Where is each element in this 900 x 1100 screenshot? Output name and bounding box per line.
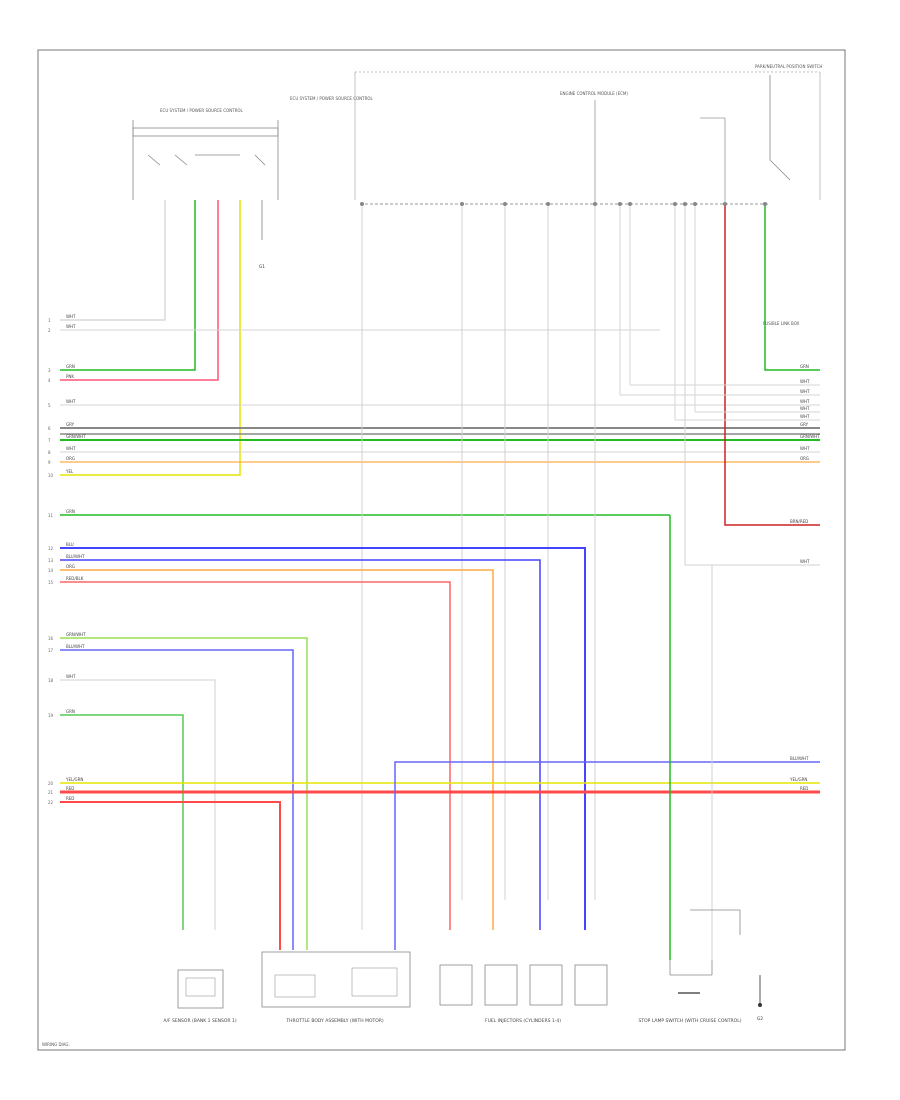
svg-text:WHT: WHT (66, 674, 76, 679)
ecm-vertical-wires (361, 204, 596, 930)
svg-text:18: 18 (48, 678, 54, 683)
svg-text:GRN: GRN (66, 709, 75, 714)
bottom-throttle-label: THROTTLE BODY ASSEMBLY (WITH MOTOR) (285, 1018, 384, 1024)
center-ecu-label: ENGINE CONTROL MODULE (ECM) (560, 91, 628, 96)
corner-label: WIRING DIAG. (42, 1042, 70, 1047)
svg-text:RED: RED (800, 786, 808, 791)
svg-text:G1: G1 (259, 264, 265, 270)
svg-text:19: 19 (48, 713, 54, 718)
svg-text:G2: G2 (757, 1016, 763, 1022)
svg-text:21: 21 (48, 790, 54, 795)
left-switch-wires (60, 200, 263, 476)
svg-text:8: 8 (48, 450, 51, 455)
svg-text:YEL/GRN: YEL/GRN (65, 777, 83, 782)
svg-text:6: 6 (48, 426, 51, 431)
svg-text:GRN: GRN (66, 509, 75, 514)
svg-text:WHT: WHT (800, 406, 810, 411)
svg-text:BRN/RED: BRN/RED (790, 519, 808, 524)
svg-text:20: 20 (48, 781, 54, 786)
svg-text:GRN/WHT: GRN/WHT (800, 434, 820, 439)
svg-text:WHT: WHT (800, 414, 810, 419)
bottom-throttle: THROTTLE BODY ASSEMBLY (WITH MOTOR) (261, 951, 411, 1024)
svg-text:2: 2 (48, 328, 51, 333)
svg-text:BLU/WHT: BLU/WHT (790, 756, 809, 761)
svg-text:10: 10 (48, 473, 54, 478)
left-top-switch-label: ECU SYSTEM / POWER SOURCE CONTROL (160, 108, 244, 113)
svg-text:PNK: PNK (66, 374, 74, 379)
svg-text:YEL/GRN: YEL/GRN (789, 777, 807, 782)
bottom-injectors-label: FUEL INJECTORS (CYLINDERS 1-4) (485, 1018, 561, 1024)
svg-text:ORG: ORG (800, 456, 809, 461)
top-right-relay-label: PARK/NEUTRAL POSITION SWITCH (755, 64, 822, 69)
svg-text:BLU/WHT: BLU/WHT (66, 554, 85, 559)
bottom-sensor-left-label: A/F SENSOR (BANK 1 SENSOR 1) (163, 1018, 236, 1024)
svg-text:WHT: WHT (66, 446, 76, 451)
svg-text:RED: RED (66, 786, 74, 791)
ground-g2: G2 (757, 975, 763, 1022)
top-right-relay: PARK/NEUTRAL POSITION SWITCH (755, 64, 822, 181)
svg-text:WHT: WHT (66, 324, 76, 329)
svg-text:7: 7 (48, 438, 51, 443)
svg-text:5: 5 (48, 403, 51, 408)
center-ecu-header: ENGINE CONTROL MODULE (ECM) (360, 91, 770, 205)
svg-text:BLU: BLU (66, 542, 74, 547)
svg-text:YEL: YEL (65, 469, 74, 474)
top-left-note: ECU SYSTEM / POWER SOURCE CONTROL (290, 96, 374, 101)
bottom-sensor-left: A/F SENSOR (BANK 1 SENSOR 1) (163, 969, 237, 1024)
svg-text:16: 16 (48, 636, 54, 641)
far-right-fuse-label: FUSIBLE LINK BOX (763, 321, 800, 326)
svg-text:1: 1 (48, 318, 51, 323)
svg-text:BLU/WHT: BLU/WHT (66, 644, 85, 649)
svg-text:13: 13 (48, 558, 54, 563)
bottom-switch-right: STOP LAMP SWITCH (WITH CRUISE CONTROL) (639, 909, 742, 1024)
svg-text:WHT: WHT (800, 389, 810, 394)
svg-text:RED: RED (66, 796, 74, 801)
svg-text:GRN/WHT: GRN/WHT (66, 434, 86, 439)
left-pin-numbers: 1 2 3 4 5 6 7 8 9 10 11 12 13 14 15 16 1… (48, 318, 54, 805)
right-side-wires (619, 204, 820, 566)
svg-text:14: 14 (48, 568, 54, 573)
svg-text:WHT: WHT (800, 446, 810, 451)
svg-text:WHT: WHT (800, 559, 810, 564)
svg-text:WHT: WHT (66, 314, 76, 319)
svg-text:GRN: GRN (800, 364, 809, 369)
svg-text:9: 9 (48, 460, 51, 465)
svg-text:GRY: GRY (800, 422, 809, 427)
ground-g1: G1 (259, 264, 265, 270)
svg-text:ORG: ORG (66, 456, 75, 461)
ecm-connectors (360, 202, 767, 206)
svg-text:WHT: WHT (800, 399, 810, 404)
svg-text:WHT: WHT (66, 399, 76, 404)
svg-text:ORG: ORG (66, 564, 75, 569)
svg-text:22: 22 (48, 800, 54, 805)
svg-text:11: 11 (48, 513, 54, 518)
right-wire-labels: GRN WHT WHT WHT WHT WHT GRY GRN/WHT WHT … (789, 364, 820, 791)
left-top-switch: ECU SYSTEM / POWER SOURCE CONTROL (132, 108, 279, 200)
bottom-runs (60, 515, 820, 960)
svg-text:4: 4 (48, 378, 51, 383)
svg-text:15: 15 (48, 580, 54, 585)
svg-text:17: 17 (48, 648, 54, 653)
bus-lines (60, 329, 820, 516)
svg-text:GRY: GRY (66, 422, 75, 427)
svg-text:3: 3 (48, 368, 51, 373)
svg-text:RED/BLK: RED/BLK (66, 576, 84, 581)
bottom-switch-right-label: STOP LAMP SWITCH (WITH CRUISE CONTROL) (639, 1018, 742, 1024)
svg-text:12: 12 (48, 546, 54, 551)
svg-text:GRN/WHT: GRN/WHT (66, 632, 86, 637)
svg-text:WHT: WHT (800, 379, 810, 384)
svg-text:GRN: GRN (66, 364, 75, 369)
left-wire-labels: WHT WHT GRN PNK WHT GRY GRN/WHT WHT ORG … (65, 314, 86, 801)
diagram-frame (37, 49, 846, 1051)
bottom-injectors: FUEL INJECTORS (CYLINDERS 1-4) (439, 964, 608, 1024)
